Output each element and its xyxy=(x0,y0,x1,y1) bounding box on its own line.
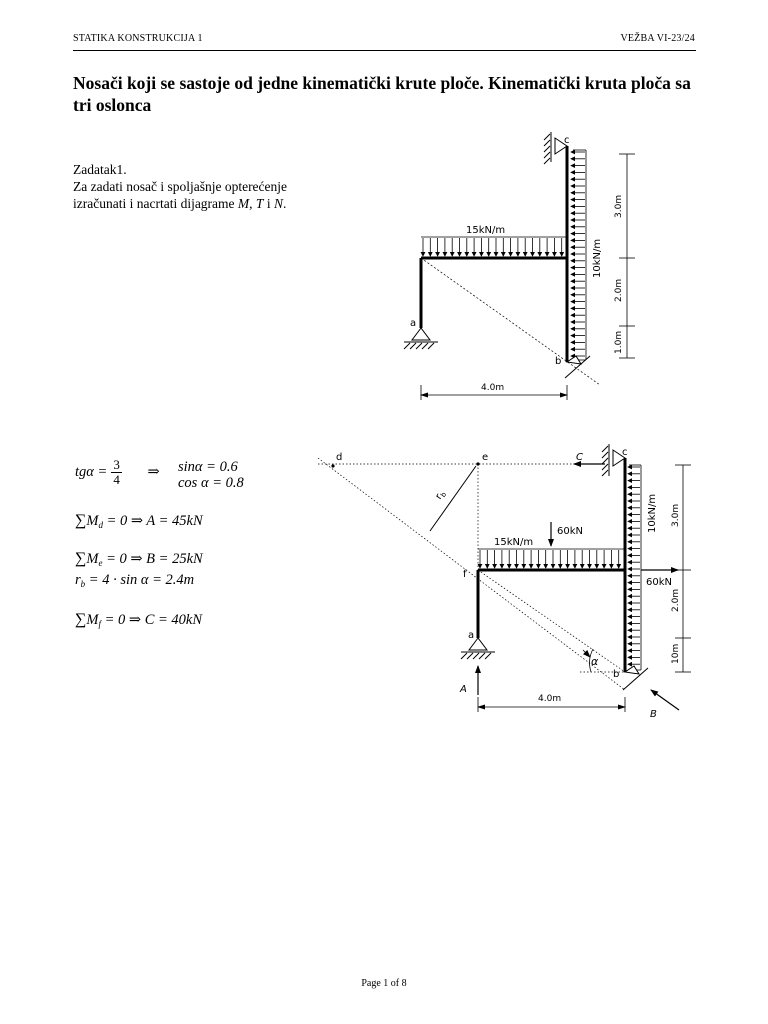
header-course: STATIKA KONSTRUKCIJA 1 xyxy=(73,33,203,44)
hatch-line xyxy=(543,157,551,165)
hatch-line xyxy=(601,451,609,459)
fig2-dim-4m: 4.0m xyxy=(538,694,561,704)
hatch-line xyxy=(421,342,429,350)
fig2-reaction-B: B xyxy=(650,709,657,720)
fig1-label-c: c xyxy=(564,135,570,146)
hatch-line xyxy=(466,652,474,660)
fig2-load-label-top: 15kN/m xyxy=(494,537,533,548)
fig1-label-a: a xyxy=(410,318,416,329)
hatch-line xyxy=(601,469,609,477)
fig2-dotted-diagonal xyxy=(317,457,626,691)
fig2-support-c xyxy=(601,444,626,477)
symbol-m: M xyxy=(237,196,250,211)
fig1-label-b: b xyxy=(555,356,561,367)
fig2-point-e xyxy=(476,462,480,466)
hatch-line xyxy=(543,133,551,141)
fig2-label-a: a xyxy=(468,630,474,641)
fig2-members xyxy=(476,458,627,672)
fig2-alpha-arrow xyxy=(582,649,591,658)
hatch-line xyxy=(601,463,609,471)
fig1-dim-4m: 4.0m xyxy=(481,383,504,393)
fig2-rb-line xyxy=(429,465,477,532)
equation-sin-cos: sinα = 0.6 cos α = 0.8 xyxy=(178,459,244,491)
fig1-support-a xyxy=(403,327,438,350)
equation-md: ∑Md = 0 ⇒ A = 45kN xyxy=(75,512,203,530)
equation-me: ∑Me = 0 ⇒ B = 25kN xyxy=(75,550,203,568)
equation-rb: rb = 4 · sin α = 2.4m xyxy=(75,572,195,589)
task-line-1: Za zadati nosač i spoljašnje opterećenje xyxy=(73,179,288,194)
fig2-side-load xyxy=(627,464,642,671)
hatch-line xyxy=(601,445,609,453)
fig2-label-alpha: α xyxy=(591,655,599,668)
fig2-label-c: c xyxy=(622,447,628,458)
fig1-dim-3m: 3.0m xyxy=(614,195,624,218)
fig1-dimensions xyxy=(420,153,635,400)
fig1-dim-2m: 2.0m xyxy=(614,279,624,302)
header-exercise: VEŽBA VI-23/24 xyxy=(620,33,695,44)
fig2-load-label-side: 10kN/m xyxy=(647,494,658,533)
fig2-reaction-A: A xyxy=(459,684,467,695)
fig2-reaction-B-arrow xyxy=(650,689,680,711)
hatch-line xyxy=(601,457,609,465)
hatch-line xyxy=(460,652,468,660)
fig1-support-c xyxy=(543,132,568,165)
fig2-top-load xyxy=(477,548,625,569)
fig2-dim-10m: 10m xyxy=(671,644,681,664)
fig2-label-e: e xyxy=(482,452,488,463)
hatch-line xyxy=(478,652,486,660)
hatch-line xyxy=(472,652,480,660)
fig1-load-label-side: 10kN/m xyxy=(592,239,603,278)
hatch-line xyxy=(409,342,417,350)
hatch-line xyxy=(543,145,551,153)
task-line-2: izračunati i nacrtati dijagrame M, T i N… xyxy=(73,196,287,211)
fig1-load-label-top: 15kN/m xyxy=(466,225,505,236)
fig1-side-load xyxy=(570,149,587,361)
fig2-alpha-arc xyxy=(589,648,594,673)
hatch-line xyxy=(403,342,411,350)
equation-mf: ∑Mf = 0 ⇒ C = 40kN xyxy=(75,611,203,629)
fig1-members xyxy=(419,146,569,362)
fig2-force-label-60-down: 60kN xyxy=(557,526,583,537)
fig2-force-label-60-side: 60kN xyxy=(646,577,672,588)
fig2-point-d xyxy=(331,464,335,468)
fig2-dim-2m: 2.0m xyxy=(671,589,681,612)
hatch-line xyxy=(415,342,423,350)
fig2-support-a xyxy=(460,637,495,660)
fig2-dotted-fb xyxy=(477,569,626,673)
fig2-label-rb: rb xyxy=(433,488,448,502)
hatch-line xyxy=(484,652,492,660)
hatch-line xyxy=(543,151,551,159)
fig1-top-load xyxy=(420,236,567,257)
symbol-t: T xyxy=(255,196,264,211)
fig2-label-d: d xyxy=(336,452,342,463)
fig2-label-f: f xyxy=(463,569,467,580)
symbol-n: N xyxy=(273,196,283,211)
page-title: Nosači koji se sastoje od jedne kinemati… xyxy=(73,73,691,115)
fig1-dim-1m: 1.0m xyxy=(614,331,624,354)
fig1-support-b xyxy=(564,355,591,379)
fig2-dimensions xyxy=(477,464,691,712)
page-number: Page 1 of 8 xyxy=(361,978,407,989)
hatch-line xyxy=(543,139,551,147)
fig2-reaction-C: C xyxy=(576,452,583,463)
fig2-dim-3m: 3.0m xyxy=(671,504,681,527)
fig2-label-b: b xyxy=(613,669,619,680)
task-heading: Zadatak1. xyxy=(73,162,127,177)
task-text: Zadatak1. Za zadati nosač i spoljašnje o… xyxy=(73,161,373,212)
fig2-support-b xyxy=(622,665,649,691)
fig1-dashed-line xyxy=(420,257,601,386)
header-rule xyxy=(73,50,696,51)
hatch-line xyxy=(427,342,435,350)
